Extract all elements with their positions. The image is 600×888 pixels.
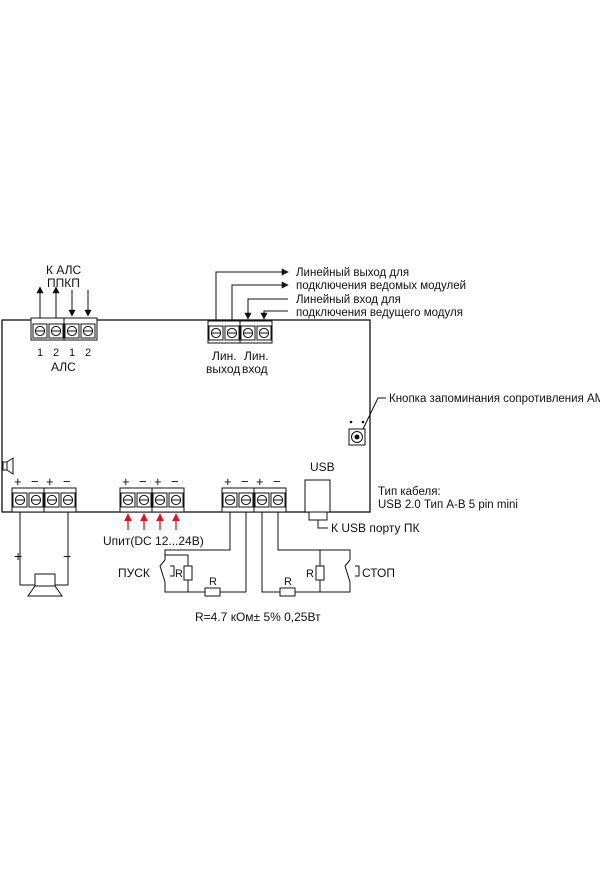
terminal-screw-icon xyxy=(64,323,80,339)
terminal-screw-icon xyxy=(152,492,168,508)
r1-label: R xyxy=(175,568,183,580)
line-terminal-block xyxy=(207,268,289,344)
button-label: Кнопка запоминания сопротивления АМ xyxy=(389,393,600,405)
als-number-3: 1 xyxy=(69,347,75,359)
terminal-screw-icon xyxy=(256,325,272,341)
terminal-screw-icon xyxy=(168,492,184,508)
terminal-screw-icon xyxy=(136,492,152,508)
terminal-screw-icon xyxy=(80,323,96,339)
minus-sign: − xyxy=(63,474,71,489)
line-out-label-1: Линейный выход для xyxy=(296,267,409,279)
switch-icon xyxy=(159,559,175,583)
terminal-screw-icon xyxy=(48,323,64,339)
terminal-screw-icon xyxy=(28,492,44,508)
pusk-label: ПУСК xyxy=(118,566,150,580)
speaker-icon xyxy=(2,457,14,475)
lin-in-label: Лин. xyxy=(244,349,269,363)
speaker-terminal-block xyxy=(11,487,77,586)
r3-label: R xyxy=(306,568,314,580)
als-terminal-block xyxy=(30,286,98,341)
line-out-label-2: подключения ведомых модулей xyxy=(296,280,466,292)
vhod-label: вход xyxy=(242,362,268,376)
als-label: АЛС xyxy=(51,360,76,374)
terminal-screw-icon xyxy=(224,325,240,341)
usb-label: USB xyxy=(310,460,335,474)
resistor-icon xyxy=(183,565,193,581)
als-connect-label: К АЛС xyxy=(46,263,81,277)
minus-sign: − xyxy=(139,474,147,489)
als-number-2: 2 xyxy=(53,347,59,359)
usb-port-icon xyxy=(304,479,331,529)
device-enclosure xyxy=(1,319,371,513)
als-number-1: 1 xyxy=(37,347,43,359)
stop-label: СТОП xyxy=(362,566,395,580)
plus-sign: + xyxy=(14,474,22,489)
plus-sign: + xyxy=(46,474,54,489)
terminal-screw-icon xyxy=(254,492,270,508)
plus-sign: + xyxy=(224,474,232,489)
control-terminal-block xyxy=(221,487,287,513)
cable-type-label: Тип кабеля: xyxy=(378,486,441,498)
terminal-screw-icon xyxy=(238,492,254,508)
external-speaker-icon xyxy=(27,573,63,597)
r4-label: R xyxy=(284,576,292,588)
cable-spec-label: USB 2.0 Тип A-B 5 pin mini xyxy=(378,499,518,511)
power-label: Uпит(DC 12...24В) xyxy=(103,534,204,548)
vyhod-label: выход xyxy=(206,362,240,376)
resistor-icon xyxy=(315,565,325,581)
start-circuit xyxy=(159,512,247,597)
lin-out-label: Лин. xyxy=(212,349,237,363)
r2-label: R xyxy=(209,576,217,588)
resistor-note: R=4.7 кОм± 5% 0,25Вт xyxy=(195,610,321,624)
minus-sign: − xyxy=(31,474,39,489)
stop-circuit xyxy=(261,512,360,597)
line-in-label-1: Линейный вход для xyxy=(296,294,401,306)
line-in-label-2: подключения ведущего модуля xyxy=(296,307,463,319)
ppkp-label: ППКП xyxy=(47,276,80,290)
resistor-icon xyxy=(279,587,296,597)
usb-pc-label: К USB порту ПК xyxy=(331,521,420,535)
minus-sign: − xyxy=(273,474,281,489)
als-number-4: 2 xyxy=(85,347,91,359)
terminal-screw-icon xyxy=(60,492,76,508)
terminal-screw-icon xyxy=(12,492,28,508)
plus-sign: + xyxy=(154,474,162,489)
plus-sign: + xyxy=(256,474,264,489)
power-terminal-block xyxy=(119,487,185,530)
minus-sign: − xyxy=(171,474,179,489)
terminal-screw-icon xyxy=(222,492,238,508)
speaker-plus: + xyxy=(14,548,22,564)
button-icon xyxy=(348,397,386,446)
terminal-screw-icon xyxy=(240,325,256,341)
switch-icon xyxy=(344,559,360,583)
terminal-screw-icon xyxy=(120,492,136,508)
plus-sign: + xyxy=(122,474,130,489)
terminal-screw-icon xyxy=(44,492,60,508)
terminal-screw-icon xyxy=(208,325,224,341)
terminal-screw-icon xyxy=(32,323,48,339)
resistor-icon xyxy=(204,587,221,597)
terminal-screw-icon xyxy=(270,492,286,508)
minus-sign: − xyxy=(241,474,249,489)
speaker-minus: − xyxy=(63,548,71,564)
